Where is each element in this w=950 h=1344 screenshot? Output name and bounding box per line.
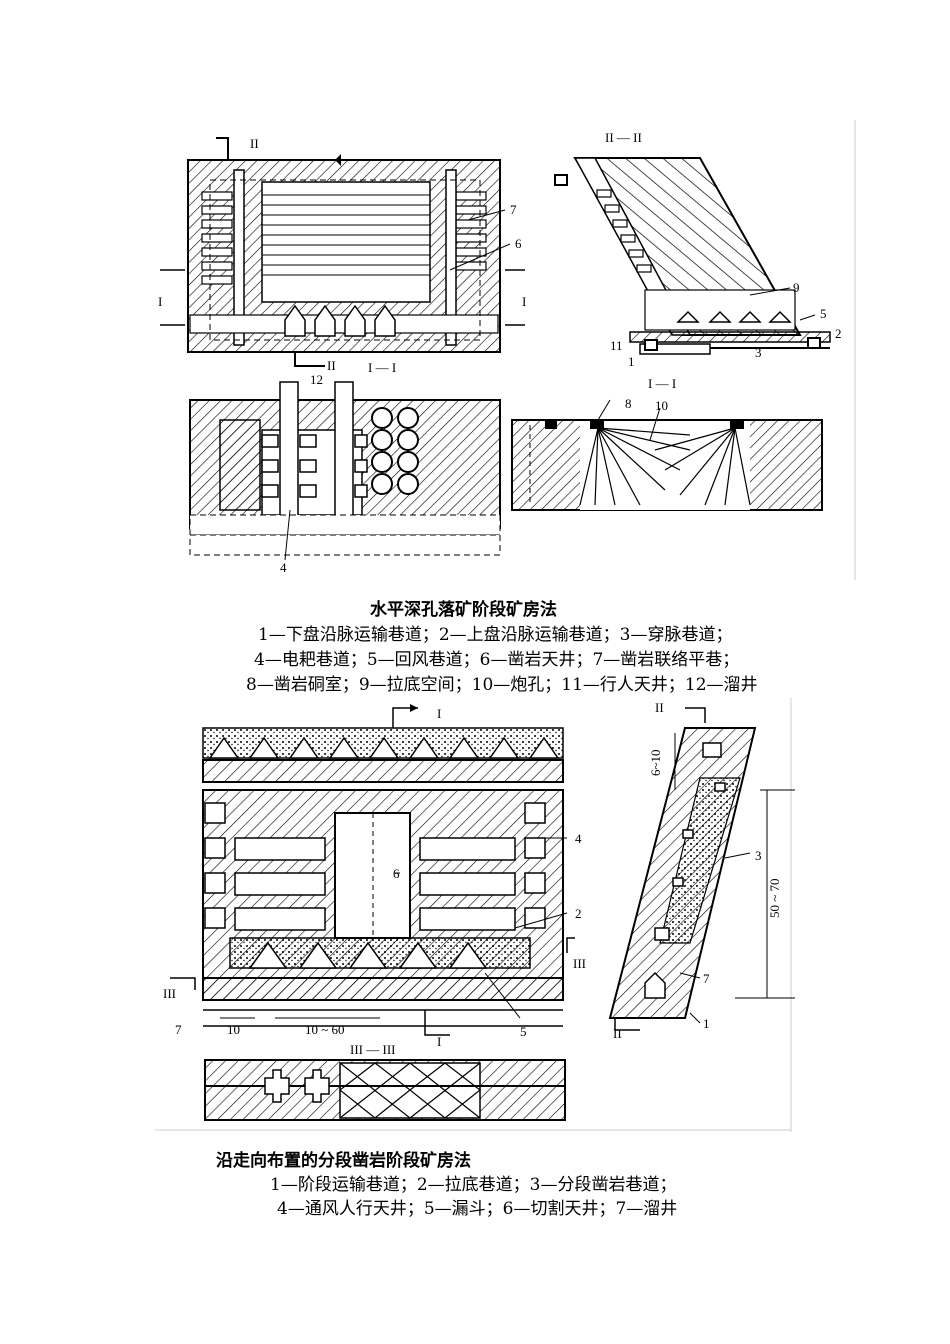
label-11: 11 [610, 338, 623, 353]
label-sec-ii-top: II [250, 136, 259, 151]
label-sec-ii-mid: II [327, 358, 336, 373]
section-i-i-left [189, 381, 501, 561]
label-12: 12 [310, 372, 323, 387]
label-2: 2 [835, 326, 842, 341]
label-sec-i-bottom: I [437, 1034, 441, 1049]
label-side-i-left: I [158, 294, 162, 309]
label-7-left: 7 [510, 202, 517, 217]
label-dim-10-60: 10 ~ 60 [305, 1022, 345, 1037]
label-sec-iii-left: III [163, 986, 176, 1001]
figure-2-mining-diagram: I 4 6 2 5 7 10 10 ~ 60 I III III III — I… [155, 698, 795, 1132]
label-sec-i-i-mid: I — I [368, 360, 396, 375]
label-sec-iii-right: III [573, 956, 586, 971]
figure-1-legend-line-1: 1—下盘沿脉运输巷道；2—上盘沿脉运输巷道；3—穿脉巷道； [258, 625, 733, 645]
figure-1-legend-line-2: 4—电耙巷道；5—回风巷道；6—凿岩天井；7—凿岩联络平巷； [254, 650, 740, 670]
label-sec-iii-iii: III — III [350, 1042, 395, 1057]
label-10: 10 [655, 398, 668, 413]
label-sec-ii-bottom: II [613, 1026, 622, 1041]
label-f2-7: 7 [703, 971, 710, 986]
figure-1-legend-line-3: 8—凿岩硐室；9—拉底空间；10—炮孔；11—行人天井；12—溜井 [246, 675, 758, 695]
label-sec-i-i-right: I — I [648, 376, 676, 391]
label-f2-1: 1 [703, 1016, 710, 1031]
inclined-section [608, 707, 795, 1031]
label-sec-ii-ii: II — II [605, 130, 642, 145]
plan-view [160, 137, 525, 367]
label-side-i-right: I [522, 294, 526, 309]
section-iii-iii [204, 1059, 566, 1121]
label-f2-6: 6 [393, 866, 400, 881]
label-1: 1 [628, 354, 635, 369]
longitudinal-section [170, 704, 575, 1036]
section-ii-ii [554, 157, 831, 355]
section-i-i-right [511, 399, 823, 511]
label-9: 9 [793, 280, 800, 295]
figure-1-mining-diagram: II II 7 6 I I II — II 9 5 2 3 11 1 [150, 120, 860, 580]
figure-2-legend-line-2: 4—通风人行天井；5—漏斗；6—切割天井；7—溜井 [277, 1199, 678, 1219]
label-sec-ii-top-right: II [655, 700, 664, 715]
label-5: 5 [820, 306, 827, 321]
figure-1-title: 水平深孔落矿阶段矿房法 [370, 600, 557, 620]
label-f2-3: 3 [755, 848, 762, 863]
label-6-left: 6 [515, 236, 522, 251]
label-f2-4: 4 [575, 831, 582, 846]
label-3: 3 [755, 345, 762, 360]
label-f2-2: 2 [575, 906, 582, 921]
label-dim-10: 10 [227, 1022, 240, 1037]
figure-2-title: 沿走向布置的分段凿岩阶段矿房法 [216, 1151, 471, 1171]
label-8: 8 [625, 396, 632, 411]
label-dim-50-70: 50 ~ 70 [767, 878, 782, 918]
label-4: 4 [280, 560, 287, 575]
label-sec-i-top: I [437, 706, 441, 721]
label-f2-5: 5 [520, 1024, 527, 1039]
label-f2-7-left: 7 [175, 1022, 182, 1037]
figure-2-legend-line-1: 1—阶段运输巷道；2—拉底巷道；3—分段凿岩巷道； [270, 1175, 677, 1195]
label-dim-6-10: 6~10 [648, 749, 663, 776]
